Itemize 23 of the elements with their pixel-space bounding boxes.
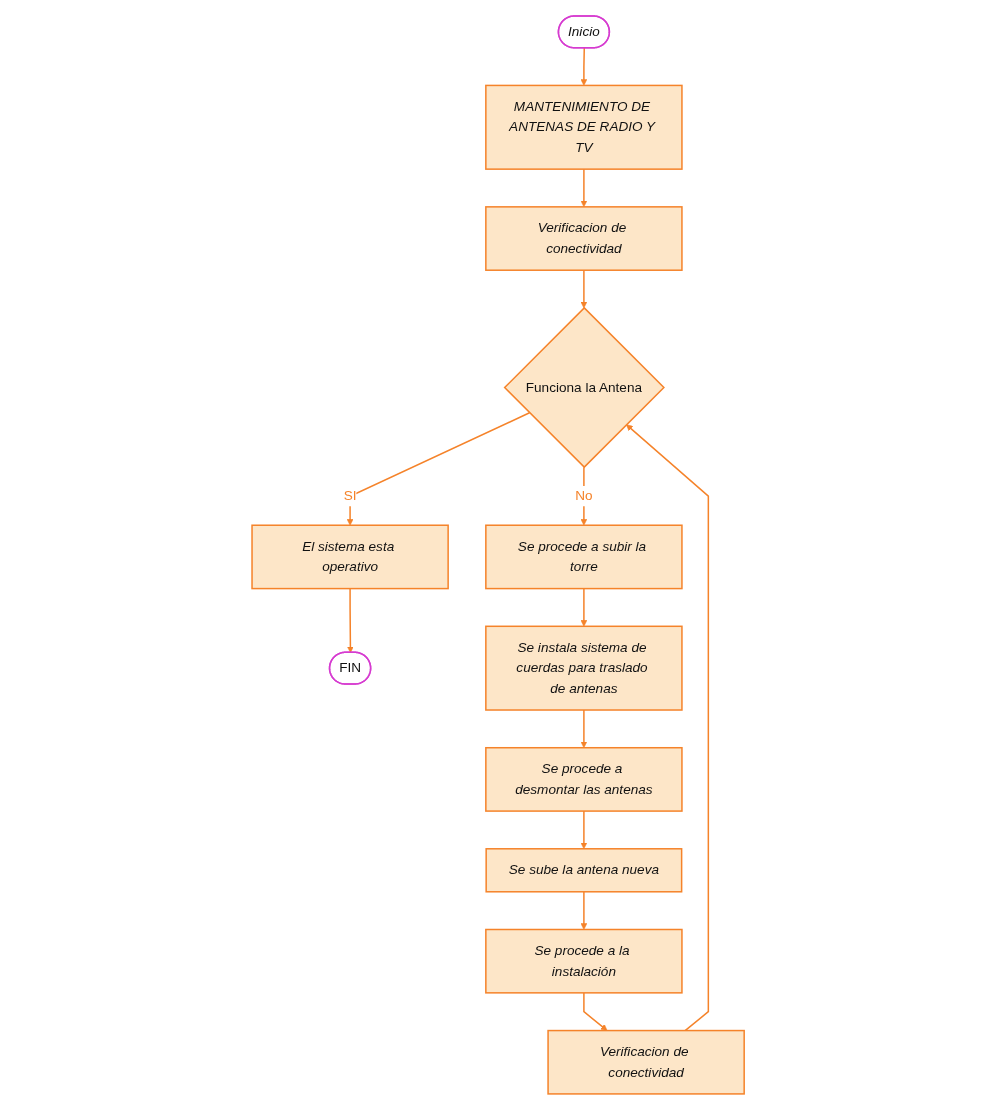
arrow — [580, 809, 588, 849]
node-box: Verificacion de conectividad — [485, 205, 683, 271]
arrow — [346, 411, 531, 526]
arrow — [580, 46, 588, 86]
arrow — [580, 708, 588, 748]
node-box: Se sube la antena nueva — [485, 847, 683, 893]
node-box: Se procede a desmontar las antenas — [485, 746, 683, 812]
arrow — [580, 890, 588, 930]
edge-label: No — [575, 487, 593, 503]
node-box: Verificacion de conectividad — [547, 1029, 745, 1095]
arrow — [583, 991, 608, 1031]
arrow — [580, 587, 588, 627]
arrow — [626, 423, 709, 1031]
arrow — [580, 167, 588, 207]
node-box: MANTENIMIENTO DE ANTENAS DE RADIO Y TV — [485, 84, 683, 170]
edge-label: SI — [343, 487, 357, 503]
node-box: Se procede a subir la torre — [485, 524, 683, 589]
arrow — [580, 268, 588, 308]
node-box: El sistema esta operativo — [251, 524, 449, 589]
node-box: Se procede a la instalación — [485, 928, 683, 994]
node-diamond: Funciona la Antena — [503, 306, 665, 468]
node-box: Se instala sistema de cuerdas para traslado de antenas — [485, 625, 683, 711]
arrow — [347, 587, 354, 653]
